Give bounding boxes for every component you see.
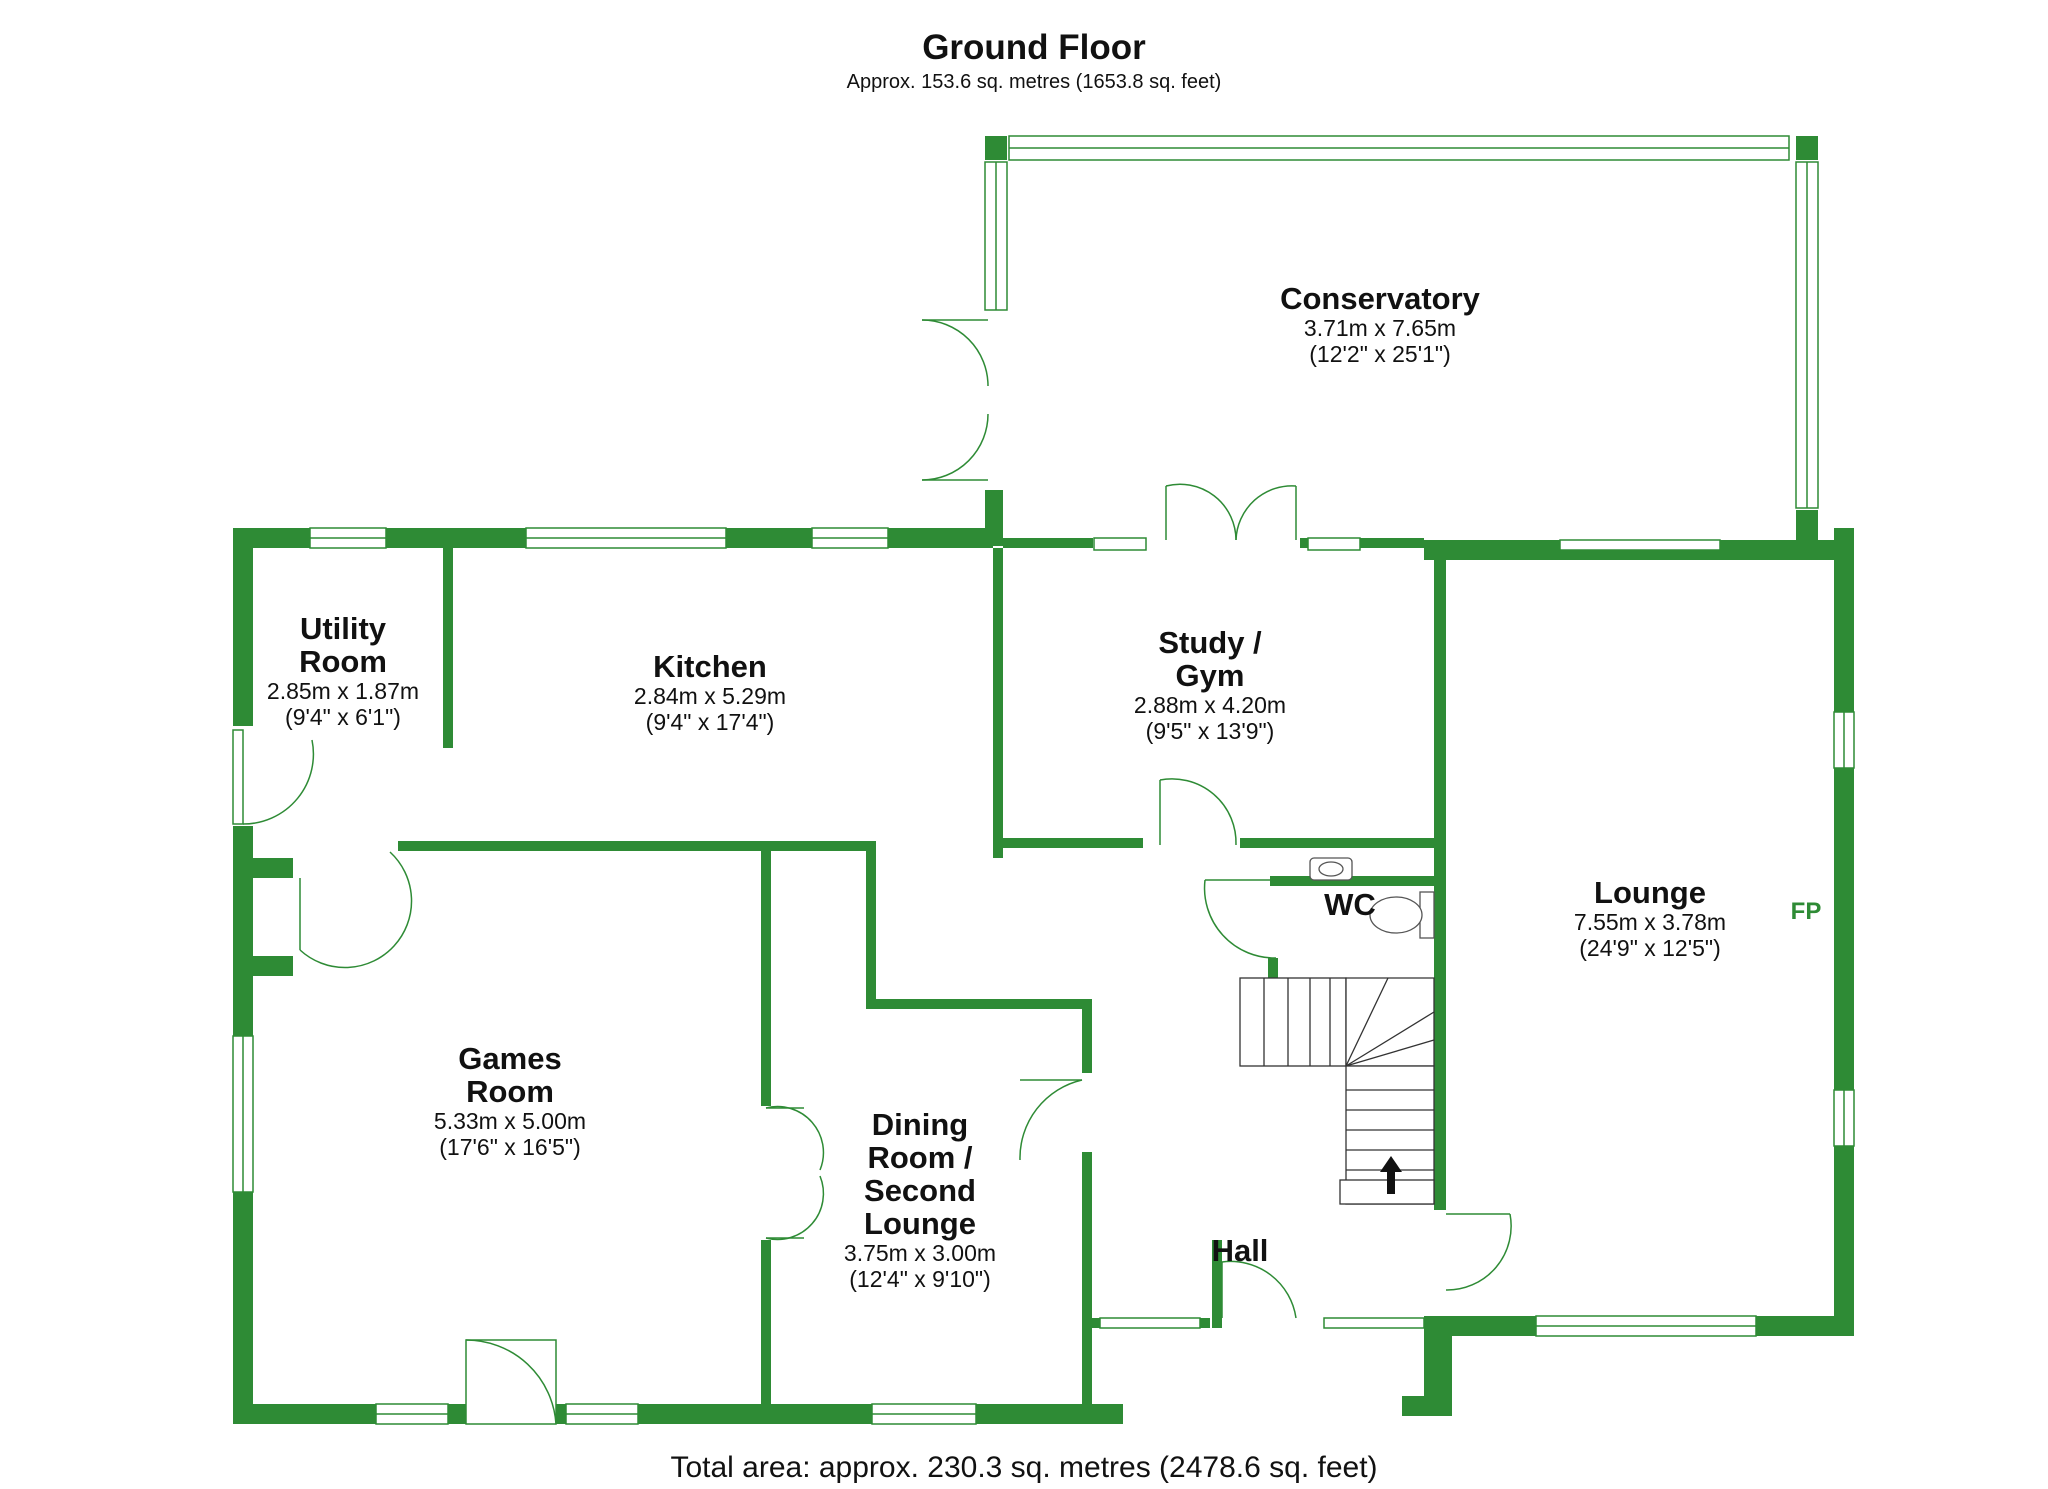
exterior-walls: [233, 528, 1854, 1424]
kitchen-label: Kitchen 2.84m x 5.29m (9'4" x 17'4"): [560, 650, 860, 735]
stairs-up-arrow: [1380, 1156, 1402, 1194]
room-name: Room /: [867, 1140, 973, 1175]
room-metric: 2.88m x 4.20m: [1133, 692, 1287, 718]
room-imperial: (9'5" x 13'9"): [1145, 718, 1275, 744]
conservatory-label: Conservatory 3.71m x 7.65m (12'2" x 25'1…: [1180, 282, 1580, 367]
interior-walls: [233, 538, 1446, 1410]
room-imperial: (9'4" x 6'1"): [285, 704, 401, 730]
fireplace-label: FP: [1790, 898, 1822, 925]
conservatory-walls: [985, 136, 1818, 546]
room-imperial: (12'4" x 9'10"): [849, 1266, 991, 1292]
room-name: Second: [864, 1173, 976, 1208]
page-subtitle: Approx. 153.6 sq. metres (1653.8 sq. fee…: [846, 71, 1222, 93]
room-metric: 3.71m x 7.65m: [1303, 315, 1457, 341]
room-name: Gym: [1175, 658, 1245, 693]
room-imperial: (24'9" x 12'5"): [1579, 935, 1721, 961]
utility-room-label: Utility Room 2.85m x 1.87m (9'4" x 6'1"): [243, 612, 443, 730]
room-name: Conservatory: [1280, 281, 1480, 316]
room-name: Utility: [299, 611, 387, 646]
dining-room-label: Dining Room / Second Lounge 3.75m x 3.00…: [800, 1108, 1040, 1292]
room-imperial: (12'2" x 25'1"): [1309, 341, 1451, 367]
doors: [232, 319, 1512, 1425]
total-area: Total area: approx. 230.3 sq. metres (24…: [670, 1451, 1378, 1484]
room-name: Games: [458, 1041, 562, 1076]
room-imperial: (17'6" x 16'5"): [439, 1134, 581, 1160]
windows: [232, 135, 1855, 1425]
room-metric: 2.84m x 5.29m: [633, 683, 787, 709]
room-imperial: (9'4" x 17'4"): [645, 709, 775, 735]
lounge-label: Lounge 7.55m x 3.78m (24'9" x 12'5"): [1500, 876, 1800, 961]
wc-fixtures: [1309, 857, 1435, 939]
room-name: Study /: [1158, 625, 1262, 660]
room-name: Kitchen: [653, 649, 767, 684]
page-title: Ground Floor: [922, 28, 1146, 67]
room-metric: 7.55m x 3.78m: [1573, 909, 1727, 935]
room-name: Lounge: [1594, 875, 1706, 910]
wc-label: WC: [1324, 887, 1376, 922]
room-name: Room: [299, 644, 387, 679]
hall-label: Hall: [1211, 1233, 1269, 1268]
stairs: [1239, 977, 1435, 1205]
room-name: Dining: [871, 1107, 969, 1142]
room-metric: 2.85m x 1.87m: [266, 678, 420, 704]
room-name: Lounge: [864, 1206, 976, 1241]
study-gym-label: Study / Gym 2.88m x 4.20m (9'5" x 13'9"): [1060, 626, 1360, 744]
games-room-label: Games Room 5.33m x 5.00m (17'6" x 16'5"): [360, 1042, 660, 1160]
room-name: Room: [466, 1074, 554, 1109]
room-metric: 5.33m x 5.00m: [433, 1108, 587, 1134]
room-metric: 3.75m x 3.00m: [843, 1240, 997, 1266]
